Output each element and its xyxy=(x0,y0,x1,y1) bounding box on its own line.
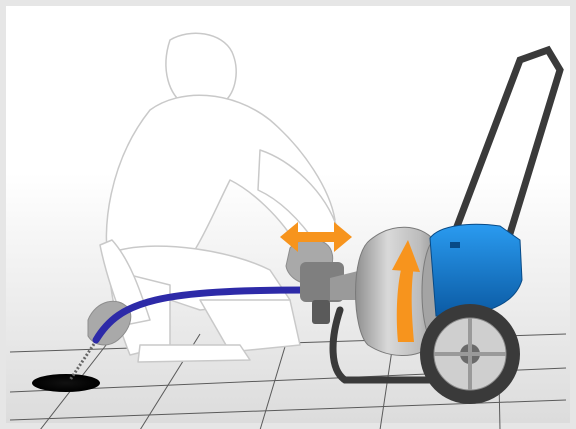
person-outline-icon xyxy=(100,33,338,362)
drain-hole xyxy=(32,374,100,392)
wheel xyxy=(420,304,520,404)
feed-control xyxy=(300,262,362,324)
motor-housing xyxy=(430,224,522,316)
